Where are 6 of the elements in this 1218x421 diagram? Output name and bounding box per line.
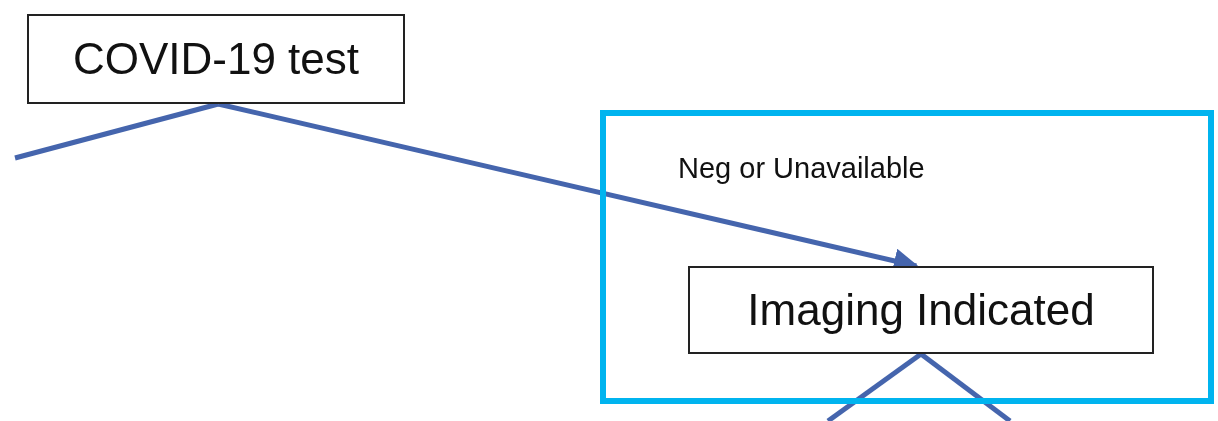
- highlight-frame: [600, 110, 1214, 404]
- connector-line: [919, 352, 1012, 421]
- box-label: Imaging Indicated: [747, 285, 1095, 335]
- process-box: [688, 266, 1154, 354]
- box-label: COVID-19 test: [72, 34, 360, 84]
- process-box: [27, 14, 405, 104]
